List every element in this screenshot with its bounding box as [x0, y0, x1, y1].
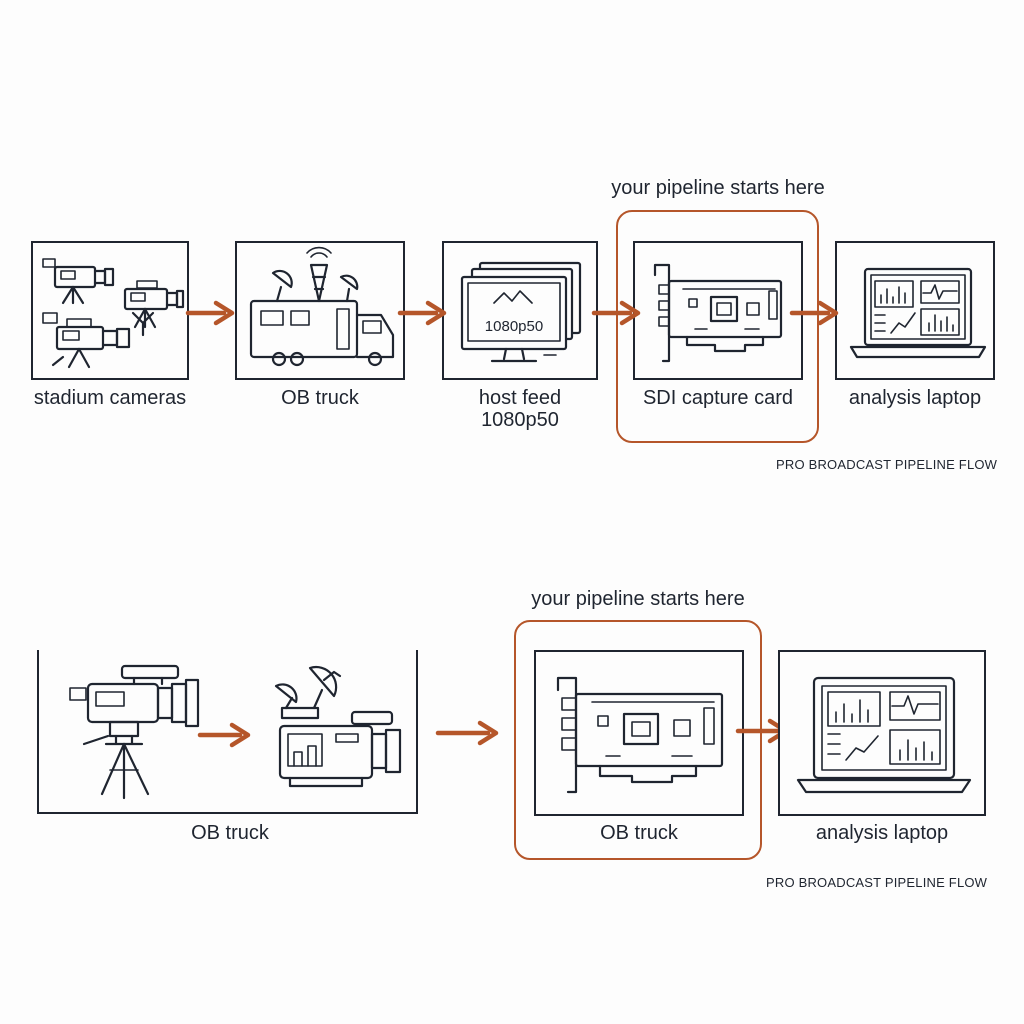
laptop-icon: [849, 267, 987, 359]
node-host-feed: 1080p50: [442, 241, 598, 380]
node-label: SDI capture card: [642, 387, 794, 409]
node-analysis-laptop: [835, 241, 995, 380]
flow-arrow: [591, 300, 641, 326]
laptop-icon: [796, 676, 972, 794]
monitor-screen-text: 1080p50: [485, 318, 543, 335]
flow-footer: PRO BROADCAST PIPELINE FLOW: [766, 875, 988, 890]
node-stadium-cameras: [31, 241, 189, 380]
flow-arrow: [435, 720, 499, 746]
node-label: OB truck: [191, 822, 269, 844]
pipeline-start-callout: your pipeline starts here: [531, 588, 745, 610]
capture-card-icon: [653, 263, 783, 363]
node-ob-truck-group: [37, 650, 418, 814]
capture-card-icon: [556, 676, 724, 794]
flow-footer: PRO BROADCAST PIPELINE FLOW: [776, 457, 998, 472]
node-label: stadium cameras: [33, 387, 187, 409]
node-sdi-capture-card: [633, 241, 803, 380]
broadcast-camera-icon: [69, 664, 200, 800]
ob-truck-icon: [249, 246, 395, 367]
node-label: analysis laptop: [815, 822, 949, 844]
node-analysis-laptop: [778, 650, 986, 816]
node-label: OB truck: [600, 822, 678, 844]
ob-truck-icon: [274, 665, 402, 788]
camera-cluster-icon: [42, 258, 185, 369]
pipeline-start-highlight: [514, 620, 762, 860]
node-label: OB truck: [281, 387, 359, 409]
node-label-line2: 1080p50: [481, 409, 559, 431]
flow-arrow: [185, 300, 235, 326]
monitor-stack-icon: 1080p50: [460, 261, 582, 363]
pipeline-start-highlight: [616, 210, 819, 443]
node-ob-truck: [235, 241, 405, 380]
flow-arrow: [197, 722, 251, 748]
node-label: analysis laptop: [848, 387, 982, 409]
flow-arrow: [789, 300, 839, 326]
pipeline-start-callout: your pipeline starts here: [611, 177, 825, 199]
node-capture-card: [534, 650, 744, 816]
flow-arrow: [397, 300, 447, 326]
node-label: host feed: [478, 387, 562, 409]
